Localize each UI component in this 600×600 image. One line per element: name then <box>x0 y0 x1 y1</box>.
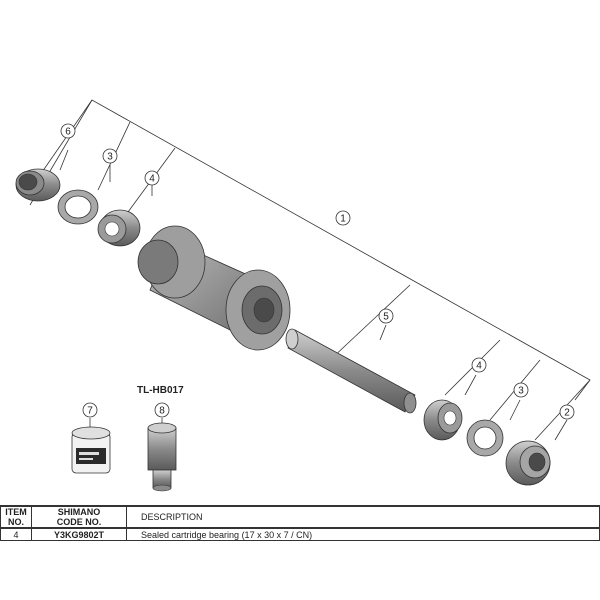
left-dust-cap <box>57 189 99 225</box>
callout-8-label: 8 <box>159 406 165 417</box>
header-item-line1: ITEM <box>5 507 27 517</box>
callout-7: 7 <box>82 402 98 418</box>
grease-jar <box>71 426 111 474</box>
row-item-no: 4 <box>0 527 32 541</box>
callout-3-right: 3 <box>513 382 529 398</box>
hub-body <box>137 225 291 351</box>
callout-4-left: 4 <box>144 170 160 186</box>
left-end-cap <box>15 168 61 202</box>
callout-7-label: 7 <box>87 406 93 417</box>
callout-6-label: 6 <box>65 127 71 138</box>
parts-table: ITEM NO. SHIMANO CODE NO. DESCRIPTION 4 … <box>0 505 600 541</box>
callout-3-left-label: 3 <box>107 152 113 163</box>
row-code-no: Y3KG9802T <box>31 527 127 541</box>
tool-label: TL-HB017 <box>137 385 184 396</box>
table-row: 4 Y3KG9802T Sealed cartridge bearing (17… <box>0 527 600 541</box>
right-end-cap <box>505 440 551 486</box>
right-bearing <box>423 399 463 441</box>
row-description: Sealed cartridge bearing (17 x 30 x 7 / … <box>126 527 600 541</box>
callout-5-label: 5 <box>383 312 389 323</box>
header-code-no: SHIMANO CODE NO. <box>31 505 127 529</box>
callout-2: 2 <box>559 404 575 420</box>
callout-1-label: 1 <box>340 214 346 225</box>
callout-5: 5 <box>378 308 394 324</box>
callout-3-left: 3 <box>102 148 118 164</box>
header-item-no: ITEM NO. <box>0 505 32 529</box>
callout-2-label: 2 <box>564 408 570 419</box>
header-code-line2: CODE NO. <box>56 517 102 527</box>
header-description: DESCRIPTION <box>126 505 600 529</box>
header-code-line1: SHIMANO <box>57 507 101 517</box>
left-bearing <box>97 209 141 247</box>
callout-8: 8 <box>154 402 170 418</box>
header-item-line2: NO. <box>7 517 24 527</box>
callout-1: 1 <box>335 210 351 226</box>
callout-4-left-label: 4 <box>149 174 155 185</box>
axle <box>285 328 417 414</box>
callout-4-right: 4 <box>471 357 487 373</box>
callout-6: 6 <box>60 123 76 139</box>
table-header-row: ITEM NO. SHIMANO CODE NO. DESCRIPTION <box>0 505 600 529</box>
right-dust-cap <box>466 419 504 457</box>
exploded-hub-diagram: 6 3 4 1 5 4 3 2 7 8 <box>15 99 591 492</box>
hub-tool <box>147 422 177 492</box>
callout-4-right-label: 4 <box>476 361 482 372</box>
callout-3-right-label: 3 <box>518 386 524 397</box>
